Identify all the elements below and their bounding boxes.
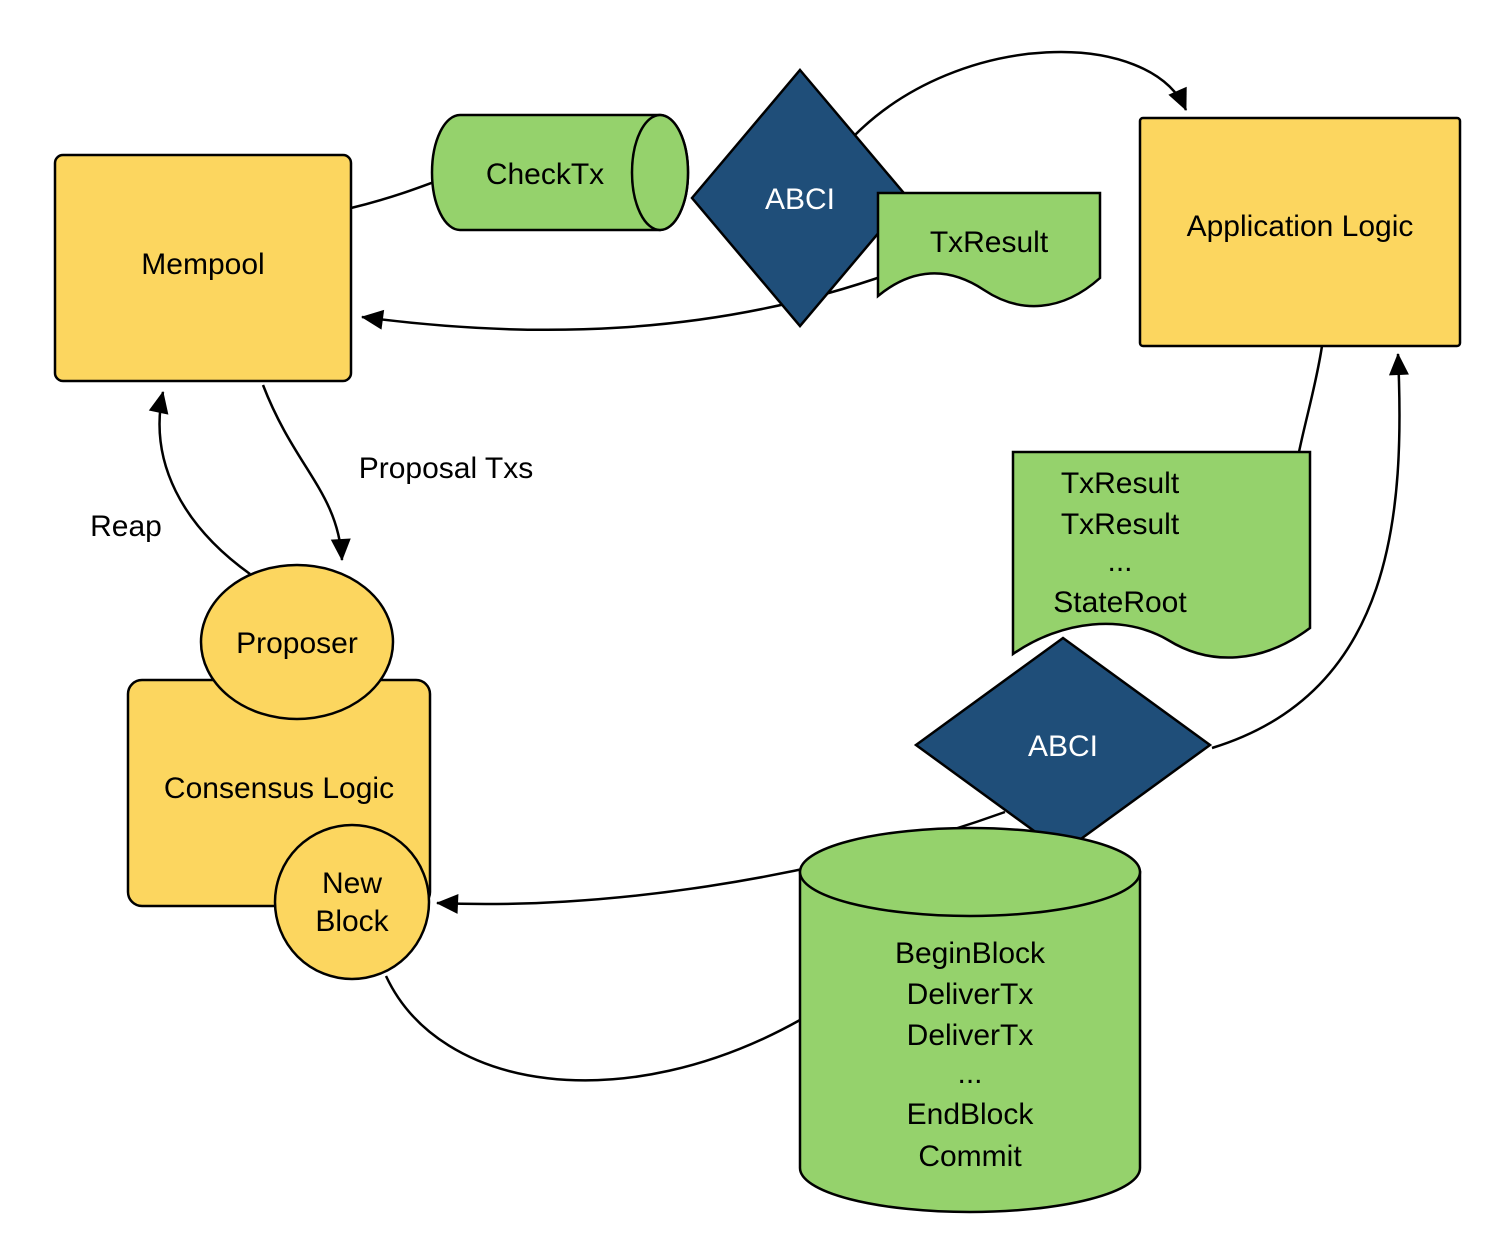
edge-proposer-to-mempool-reap bbox=[148, 391, 251, 576]
block-cylinder-line: ... bbox=[957, 1057, 982, 1090]
block-cylinder-line: DeliverTx bbox=[907, 1019, 1034, 1052]
edge-mempool-to-proposer-proposal-txs bbox=[261, 384, 351, 561]
block-cylinder bbox=[798, 870, 1142, 1214]
application-logic-label: Application Logic bbox=[1187, 210, 1414, 243]
application-logic-node bbox=[1138, 116, 1462, 348]
edge-application-logic-to-state-doc bbox=[1297, 345, 1324, 453]
edge-new-block-to-block-cylinder bbox=[384, 975, 801, 1082]
state-doc-line: TxResult bbox=[1061, 467, 1180, 500]
proposer-ellipse bbox=[199, 563, 395, 721]
block-cylinder-line: Commit bbox=[918, 1140, 1022, 1173]
txresult-label: TxResult bbox=[930, 226, 1049, 259]
mempool-node bbox=[53, 153, 353, 383]
state-doc-document bbox=[1011, 450, 1312, 659]
txresult-document bbox=[876, 191, 1102, 308]
checktx-label: CheckTx bbox=[486, 158, 604, 191]
proposal-txs-label: Proposal Txs bbox=[359, 452, 534, 485]
abci-bottom-label: ABCI bbox=[1028, 730, 1098, 763]
edge-abci-bottom-to-application-logic bbox=[1211, 353, 1409, 750]
block-cylinder-line: EndBlock bbox=[907, 1098, 1035, 1131]
new-block-circle bbox=[273, 823, 431, 981]
mempool-label: Mempool bbox=[141, 248, 264, 281]
abci-top-diamond bbox=[690, 68, 910, 328]
reap-label: Reap bbox=[90, 510, 162, 543]
block-cylinder-cap bbox=[798, 826, 1142, 918]
proposer-label: Proposer bbox=[236, 627, 358, 660]
checktx-cylinder-cap bbox=[630, 113, 690, 232]
new-block-label-line2: Block bbox=[315, 905, 389, 938]
new-block-label-line1: New bbox=[322, 867, 382, 900]
block-cylinder-line: DeliverTx bbox=[907, 978, 1034, 1011]
state-doc-line: TxResult bbox=[1061, 508, 1180, 541]
state-doc-line: StateRoot bbox=[1053, 586, 1187, 619]
edge-abci-top-to-application-logic bbox=[854, 50, 1188, 136]
state-doc-line: ... bbox=[1107, 545, 1132, 578]
block-cylinder-line: BeginBlock bbox=[895, 937, 1046, 970]
consensus-logic-label: Consensus Logic bbox=[164, 772, 394, 805]
abci-top-label: ABCI bbox=[765, 183, 835, 216]
